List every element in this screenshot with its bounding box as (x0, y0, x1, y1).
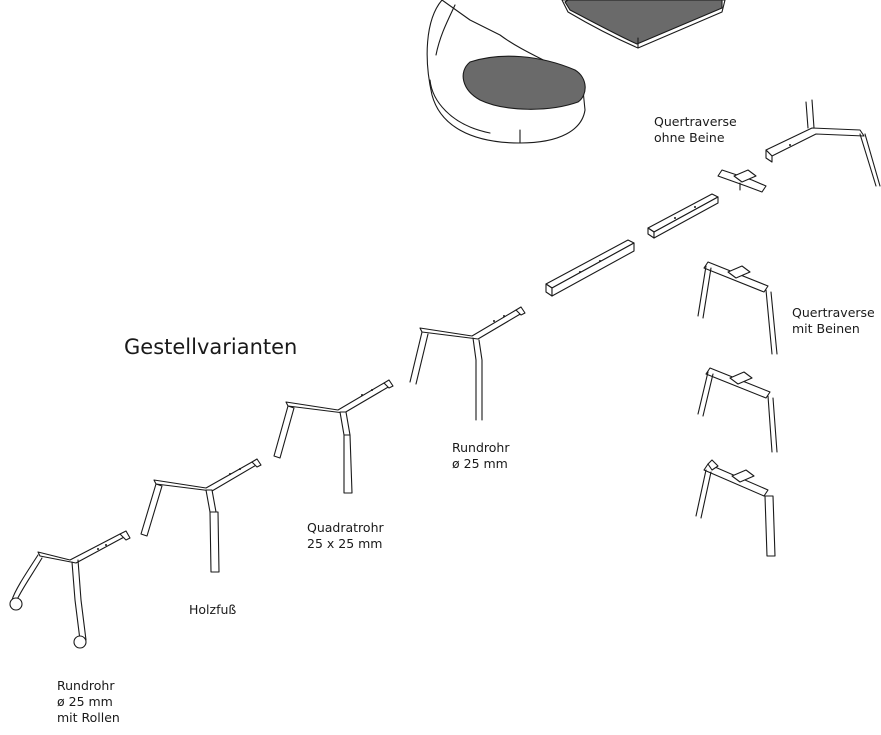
label-line: ohne Beine (654, 130, 725, 145)
legset-2 (697, 367, 778, 453)
label-line: Rundrohr (57, 678, 115, 693)
label-quadratrohr: Quadratrohr 25 x 25 mm (307, 520, 384, 552)
label-line: Quertraverse (792, 305, 875, 320)
label-line: Quertraverse (654, 114, 737, 129)
frame-top-right (765, 99, 881, 187)
label-rundrohr-rollen: Rundrohr ø 25 mm mit Rollen (57, 678, 120, 726)
label-quertraverse-mit-beinen: Quertraverse mit Beinen (792, 305, 875, 337)
chair-shell (426, 0, 586, 144)
frame-rundrohr-rollen (9, 530, 131, 649)
crossbar-bracket (717, 169, 767, 193)
label-line: ø 25 mm (57, 694, 113, 709)
frame-rundrohr (409, 306, 526, 421)
label-quertraverse-ohne-beine: Quertraverse ohne Beine (654, 114, 737, 146)
label-line: mit Rollen (57, 710, 120, 725)
frame-quadratrohr (273, 379, 394, 494)
label-line: Holzfuß (189, 602, 237, 617)
label-line: Quadratrohr (307, 520, 384, 535)
label-line: 25 x 25 mm (307, 536, 383, 551)
legset-3 (695, 459, 776, 557)
seat-cushion (561, 0, 726, 49)
label-holzfuss: Holzfuß (189, 602, 236, 618)
label-line: ø 25 mm (452, 456, 508, 471)
legset-1 (697, 261, 778, 355)
label-line: Rundrohr (452, 440, 510, 455)
frame-holzfuss (140, 458, 262, 573)
crossbar-long (545, 239, 635, 297)
crossbar-short (647, 193, 719, 239)
label-line: mit Beinen (792, 321, 860, 336)
label-rundrohr: Rundrohr ø 25 mm (452, 440, 509, 472)
page-title: Gestellvarianten (124, 335, 298, 359)
